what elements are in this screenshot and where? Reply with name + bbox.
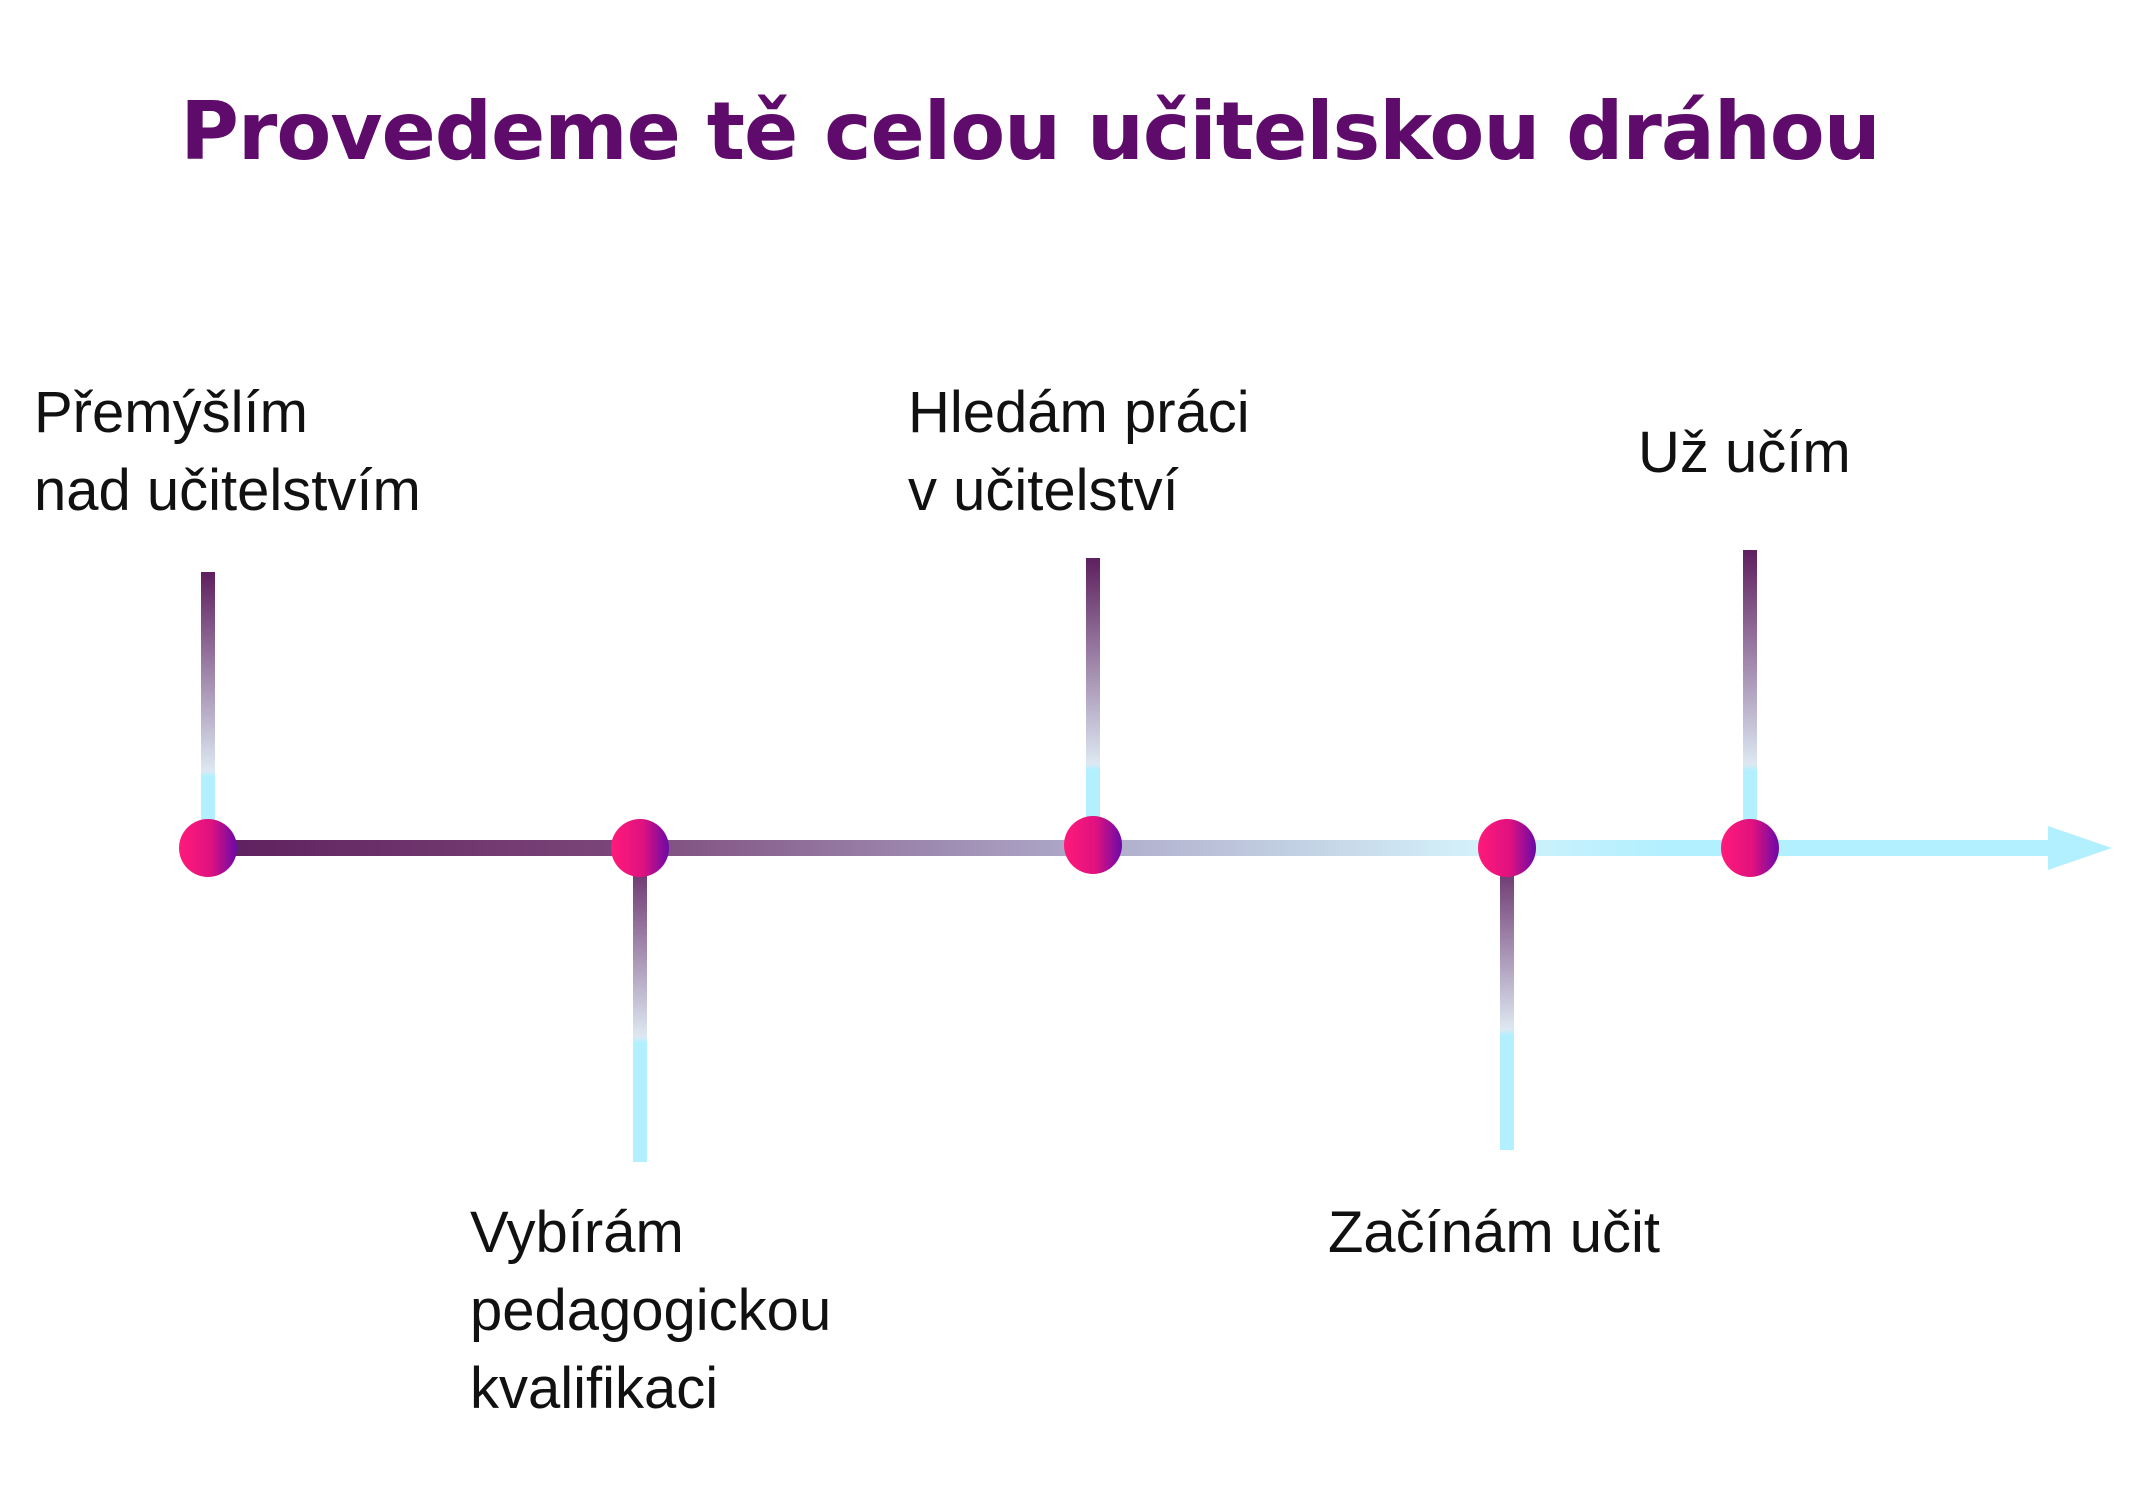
milestone-dot-5 [1721, 819, 1779, 877]
connector-1 [201, 572, 215, 848]
step-1-line-1: Přemýšlím [34, 380, 308, 445]
step-label-4: Začínám učit [1328, 1194, 1660, 1272]
step-label-5: Už učím [1638, 414, 1851, 492]
step-4-line-1: Začínám učit [1328, 1200, 1660, 1265]
step-label-3: Hledám práci v učitelství [908, 374, 1250, 530]
connector-3 [1086, 558, 1100, 844]
step-label-2: Vybírám pedagogickou kvalifikaci [470, 1194, 831, 1428]
milestone-dot-1 [179, 819, 237, 877]
step-3-line-2: v učitelství [908, 458, 1179, 523]
step-3-line-1: Hledám práci [908, 380, 1250, 445]
step-label-1: Přemýšlím nad učitelstvím [34, 374, 421, 530]
milestone-dot-4 [1478, 819, 1536, 877]
milestone-dot-2 [611, 819, 669, 877]
arrow-head-icon [2048, 826, 2112, 870]
connector-2 [633, 848, 647, 1162]
connector-5 [1743, 550, 1757, 848]
step-1-line-2: nad učitelstvím [34, 458, 421, 523]
timeline-axis [208, 840, 2058, 856]
step-5-line-1: Už učím [1638, 420, 1851, 485]
connector-4 [1500, 848, 1514, 1150]
milestone-dot-3 [1064, 816, 1122, 874]
step-2-line-3: kvalifikaci [470, 1356, 719, 1421]
step-2-line-2: pedagogickou [470, 1278, 832, 1343]
step-2-line-1: Vybírám [470, 1200, 684, 1265]
page-title: Provedeme tě celou učitelskou dráhou [180, 85, 1880, 178]
